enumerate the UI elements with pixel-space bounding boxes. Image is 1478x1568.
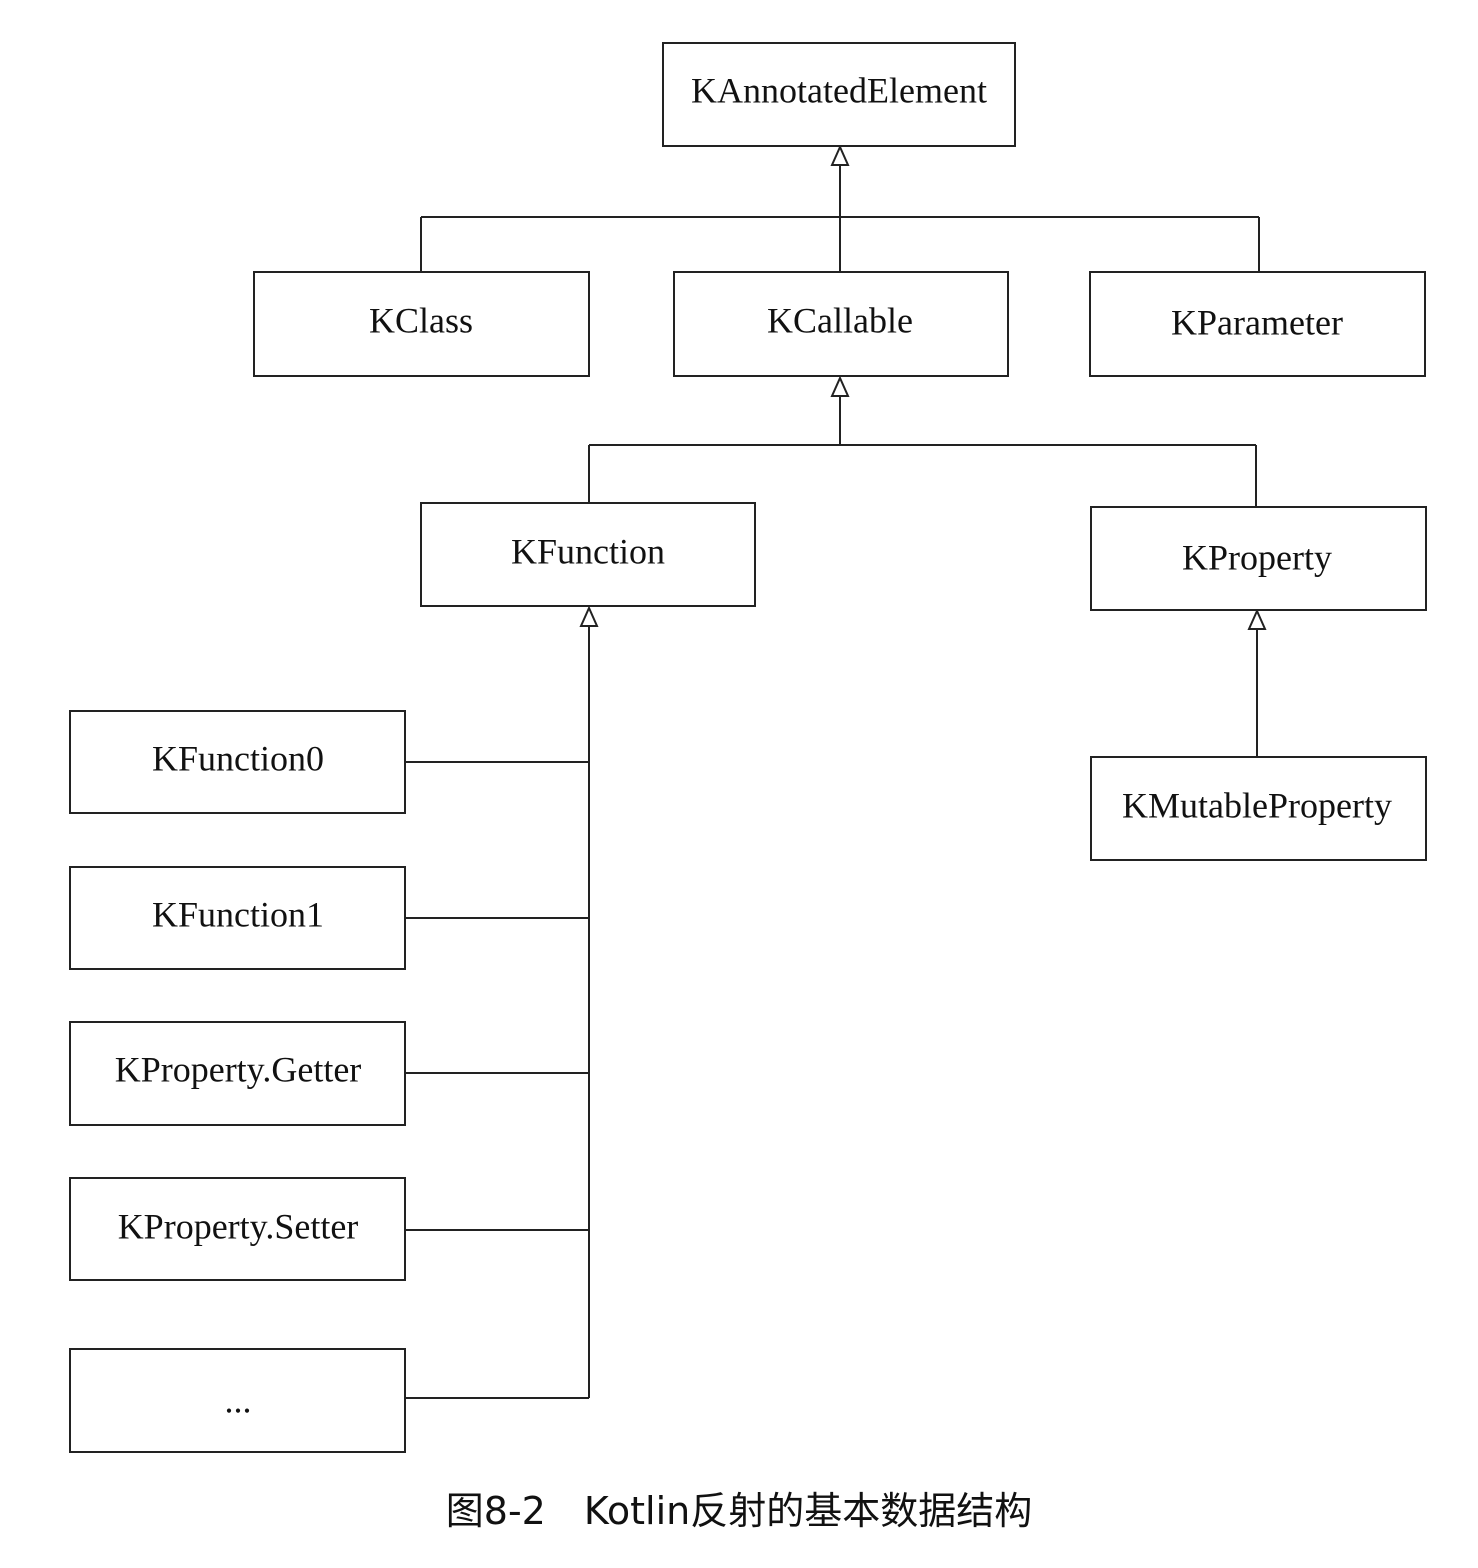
figure-caption: 图8-2 Kotlin反射的基本数据结构 — [445, 1489, 1033, 1533]
node-kfunction: KFunction — [420, 502, 756, 607]
node-kfunction0: KFunction0 — [69, 710, 406, 814]
node-label: KParameter — [1171, 302, 1343, 342]
node-kparameter: KParameter — [1089, 271, 1426, 377]
node-label: KProperty.Setter — [118, 1206, 359, 1246]
node-kcallable: KCallable — [673, 271, 1009, 377]
node-kclass: KClass — [253, 271, 590, 377]
node-label: ... — [225, 1380, 252, 1420]
arrowhead-annotated — [830, 144, 850, 166]
node-label: KAnnotatedElement — [691, 70, 987, 110]
node-label: KFunction0 — [152, 738, 324, 778]
node-label: KMutableProperty — [1122, 785, 1392, 825]
node-label: KClass — [369, 300, 473, 340]
node-kproperty-setter: KProperty.Setter — [69, 1177, 406, 1281]
node-kproperty: KProperty — [1090, 506, 1427, 611]
node-more: ... — [69, 1348, 406, 1453]
inheritance-connectors — [405, 144, 1267, 1399]
node-label: KProperty.Getter — [115, 1049, 362, 1089]
arrowhead-kfunction — [579, 605, 599, 627]
node-kproperty-getter: KProperty.Getter — [69, 1021, 406, 1126]
class-hierarchy-diagram: KAnnotatedElement KClass KCallable KPara… — [69, 42, 1427, 1453]
arrowhead-kproperty — [1247, 608, 1267, 630]
node-kmutableproperty: KMutableProperty — [1090, 756, 1427, 861]
node-label: KProperty — [1182, 537, 1332, 577]
node-label: KFunction1 — [152, 894, 324, 934]
arrowhead-kcallable — [830, 375, 850, 397]
node-kannotatedelement: KAnnotatedElement — [662, 42, 1016, 147]
node-kfunction1: KFunction1 — [69, 866, 406, 970]
node-label: KCallable — [767, 300, 913, 340]
node-label: KFunction — [511, 531, 665, 571]
